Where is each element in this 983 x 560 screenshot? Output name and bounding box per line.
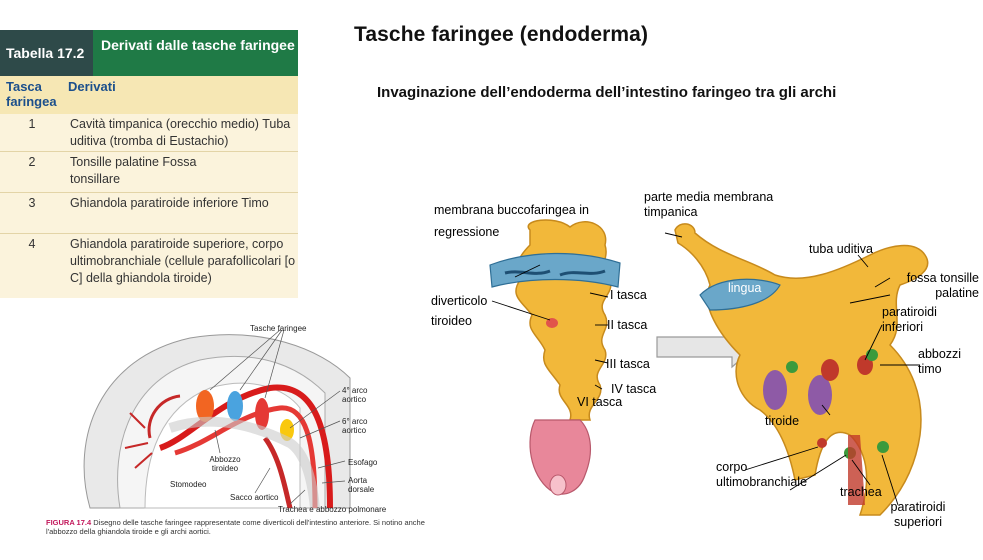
label-parat-inf: paratiroidi inferiori xyxy=(882,305,937,334)
label-trachea-fig: Trachea e abbozzo polmonare xyxy=(278,505,387,514)
table-row: 3 Ghiandola paratiroide inferiore Timo xyxy=(0,193,298,234)
label-tasca-6: VI tasca xyxy=(577,395,623,409)
label-lingua: lingua xyxy=(728,281,762,295)
table-column-headers: Tasca faringea Derivati xyxy=(0,76,298,114)
pouch-number: 4 xyxy=(28,237,36,251)
label-trachea: trachea xyxy=(840,485,882,499)
label-parte-media: parte media membrana timpanica xyxy=(644,190,774,219)
label-tasca-1: I tasca xyxy=(610,288,647,302)
label-parat-sup: paratiroidi superiori xyxy=(890,500,946,529)
label-abbozzi: abbozzi timo xyxy=(918,347,962,376)
label-sacco: Sacco aortico xyxy=(230,493,279,502)
column-header-derivatives: Derivati xyxy=(68,79,116,94)
table-row: 4 Ghiandola paratiroide superiore, corpo… xyxy=(0,234,298,290)
pouch-derivatives: Ghiandola paratiroide inferiore Timo xyxy=(70,196,269,210)
embryo-illustration xyxy=(83,329,351,509)
label-corpo: corpo ultimobranchiale xyxy=(716,460,808,489)
label-tiroide: tiroide xyxy=(765,414,800,428)
caption-label: FIGURA 17.4 xyxy=(46,518,92,527)
pouch-number: 2 xyxy=(28,155,36,169)
label-arco4: 4° arco aortico xyxy=(342,386,368,404)
pouch-derivatives: Cavità timpanica (orecchio medio) Tuba u… xyxy=(70,117,291,148)
figure-caption: FIGURA 17.4 Disegno delle tasche faringe… xyxy=(46,518,446,536)
label-tasca-3: III tasca xyxy=(606,357,650,371)
pouch-number: 3 xyxy=(28,196,36,210)
page-title: Tasche faringee (endoderma) xyxy=(354,23,649,46)
label-stomodeo: Stomodeo xyxy=(170,480,207,489)
table-number: Tabella 17.2 xyxy=(0,30,93,76)
pouch-number: 1 xyxy=(28,117,36,131)
table-header: Tabella 17.2 Derivati dalle tasche farin… xyxy=(0,30,298,76)
label-tasca-2: II tasca xyxy=(607,318,648,332)
label-diverticolo: diverticolo tiroideo xyxy=(431,294,488,328)
label-abbozzo: Abbozzo tiroideo xyxy=(209,455,241,473)
pharynx-illustration xyxy=(489,219,929,516)
label-tuba: tuba uditiva xyxy=(809,242,873,256)
figure-pharyngeal-pouches: Tasche faringee 4° arco aortico 6° arco … xyxy=(50,318,410,518)
column-header-pouch: Tasca faringea xyxy=(6,79,57,109)
label-tasche: Tasche faringee xyxy=(250,324,307,333)
label-fossa: fossa tonsille palatine xyxy=(906,271,979,300)
pouch-derivatives: Tonsille palatine Fossa tonsillare xyxy=(70,155,197,186)
label-arco6: 6° arco aortico xyxy=(342,417,368,435)
table-row: 1 Cavità timpanica (orecchio medio) Tuba… xyxy=(0,114,298,152)
label-aorta: Aorta dorsale xyxy=(348,476,375,494)
table-row: 2 Tonsille palatine Fossa tonsillare xyxy=(0,152,298,193)
caption-text: Disegno delle tasche faringee rappresent… xyxy=(46,518,425,536)
derivatives-table: Tabella 17.2 Derivati dalle tasche farin… xyxy=(0,30,298,298)
label-membrana: membrana buccofaringea in regressione xyxy=(434,203,589,239)
label-tasca-4: IV tasca xyxy=(611,382,657,396)
pharynx-diagram: membrana buccofaringea in regressione di… xyxy=(420,185,983,555)
pouch-derivatives: Ghiandola paratiroide superiore, corpo u… xyxy=(70,237,296,285)
label-esofago: Esofago xyxy=(348,458,378,467)
table-title: Derivati dalle tasche faringee xyxy=(93,30,298,76)
page-subtitle: Invaginazione dell’endoderma dell’intest… xyxy=(377,84,837,101)
